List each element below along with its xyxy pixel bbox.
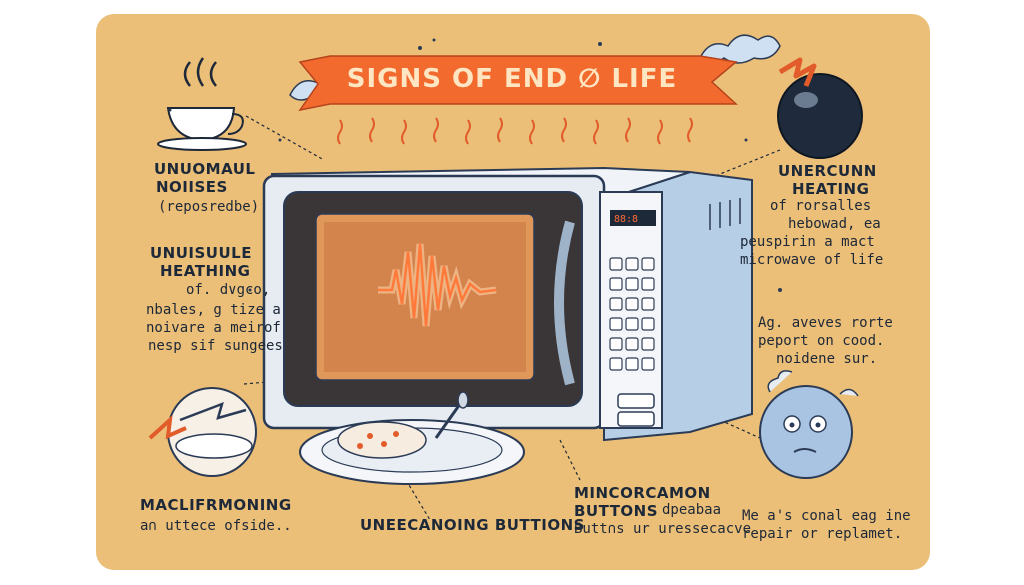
stressed-character-icon	[759, 370, 859, 479]
cracked-plate-icon	[299, 391, 525, 485]
keypad-key	[625, 337, 639, 351]
uneven-title-line-2: HEATING	[792, 180, 870, 198]
keypad-key	[641, 317, 655, 331]
buttons-body: Butt∩s ur uressecacve	[574, 521, 752, 537]
bomb-icon	[777, 73, 863, 159]
noises-title-line-2: NOIISES	[156, 178, 228, 196]
heating-left-title-line-1: UNUISUULE	[150, 244, 252, 262]
keypad-key	[625, 297, 639, 311]
keypad-key	[609, 337, 623, 351]
unresponsive-title: UNEECANOING BUTTIONS	[360, 516, 585, 534]
keypad-key	[609, 257, 623, 271]
uneven-body-line-4: microwave of life	[740, 252, 884, 268]
noises-title-line-1: UNUOMAUL	[154, 160, 256, 178]
heating-left-title-line-2: HEATHING	[160, 262, 251, 280]
heating-left-body-line-2: nbales, g tize a	[146, 302, 281, 318]
keypad-key	[625, 257, 639, 271]
repair-body-line-1: Me a's conal eag ine	[742, 508, 911, 524]
cloud-right	[699, 34, 781, 64]
title-banner	[298, 55, 738, 112]
buttons-title-line-2: BUTTONS	[574, 502, 659, 520]
heating-left-body-line-4: nesp sif sungees	[148, 338, 283, 354]
keypad-key	[609, 277, 623, 291]
heating-left-body-line-1: of. d∨gco,	[186, 282, 271, 298]
keypad-key	[625, 277, 639, 291]
uneven-body-line-2: hebowad, ea	[788, 216, 881, 232]
microwave: 88:8	[262, 166, 753, 442]
microwave-display: 88:8	[614, 214, 638, 225]
keypad-key	[609, 357, 623, 371]
noises-subtitle: (reposredbe)	[158, 199, 260, 215]
buttons-title-line-3: dpeabaa	[662, 502, 722, 518]
keypad-key	[625, 357, 639, 371]
lightning-bolt-icon	[778, 57, 817, 87]
keypad-key	[641, 257, 655, 271]
malfunction-title: MACLIFRMONING	[140, 496, 292, 514]
heating-left-body-line-3: noivare a meirof	[146, 320, 281, 336]
age-body-line-1: Ag. aveves rorte	[758, 315, 893, 331]
uneven-body-line-1: of rorsalles	[770, 198, 872, 214]
keypad-key	[625, 317, 639, 331]
keypad-key	[609, 317, 623, 331]
broken-bowl-icon	[148, 387, 257, 477]
uneven-body-line-3: peuspirin a mact	[740, 234, 875, 250]
age-body-line-2: peport on cood.	[758, 333, 885, 349]
poster-title: SIGNS OF END ∅ LIFE	[346, 64, 678, 94]
malfunction-body: a∩ uttece ofside..	[140, 518, 292, 534]
age-body-line-3: noidene sur.	[776, 351, 878, 367]
keypad	[609, 257, 655, 371]
buttons-title-line-1: MINCORCAMON	[574, 484, 711, 502]
coffee-cup-icon	[157, 57, 247, 151]
keypad-key	[609, 297, 623, 311]
uneven-title-line-1: UNERCUNN	[778, 162, 877, 180]
heat-wave	[378, 243, 497, 327]
keypad-key	[641, 357, 655, 371]
keypad-key	[641, 277, 655, 291]
keypad-key	[641, 297, 655, 311]
sparkles	[168, 38, 782, 292]
repair-body-line-2: repair or replamet.	[742, 526, 903, 542]
heat-squiggles	[337, 117, 693, 145]
keypad-key	[641, 337, 655, 351]
